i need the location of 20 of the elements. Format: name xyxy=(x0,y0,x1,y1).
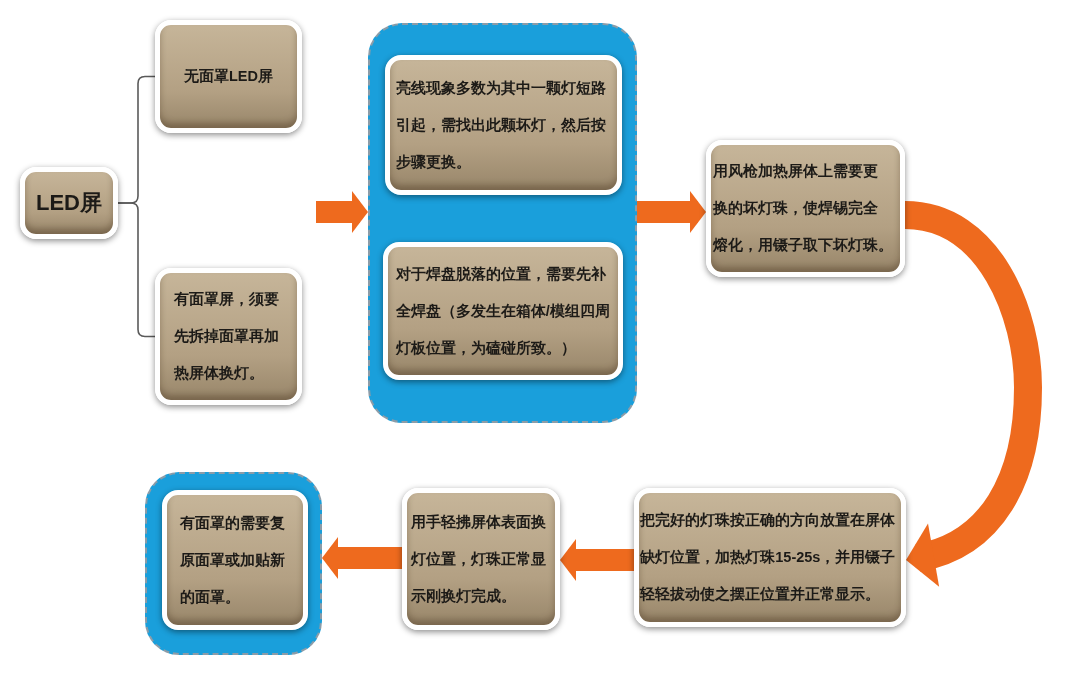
step-text: 有面罩屏，须要先拆掉面罩再加热屏体换灯。 xyxy=(173,290,280,383)
arrow xyxy=(560,539,634,581)
step-text: 有面罩的需要复原面罩或加贴新的面罩。 xyxy=(180,513,287,607)
curved-arrow xyxy=(903,201,1042,586)
step-text: 把完好的灯珠按正确的方向放置在屏体缺灯位置，加热灯珠15-25s，并用镊子轻轻拔动使之摆正位置并正常显示。 xyxy=(640,511,897,604)
arrow xyxy=(316,191,368,233)
step-text: 用手轻拂屏体表面换灯位置，灯珠正常显示刚换灯完成。 xyxy=(411,512,548,606)
group-panel xyxy=(145,472,322,655)
step-box xyxy=(385,55,622,195)
step-box xyxy=(162,490,308,630)
arrow xyxy=(637,191,706,233)
topic-text: LED屏 xyxy=(36,189,102,217)
step-box xyxy=(383,242,623,380)
arrow xyxy=(322,537,402,579)
group-panel xyxy=(368,23,637,423)
bracket-line xyxy=(117,202,156,338)
step-text: 对于焊盘脱落的位置，需要先补全焊盘（多发生在箱体/模组四周灯板位置，为磕碰所致。） xyxy=(395,264,611,358)
step-text: 亮线现象多数为其中一颗灯短路引起，需找出此颗坏灯，然后按步骤更换。 xyxy=(396,78,608,172)
step-text: 用风枪加热屏体上需要更换的坏灯珠，使焊锡完全熔化，用镊子取下坏灯珠。 xyxy=(713,162,895,255)
step-text: 无面罩LED屏 xyxy=(184,67,273,86)
